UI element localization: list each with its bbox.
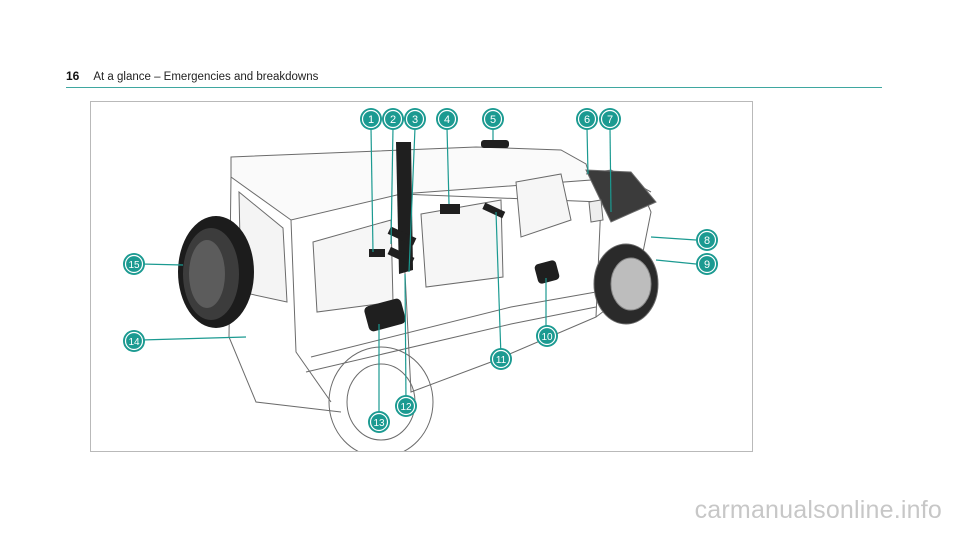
callout-15: 15	[123, 253, 145, 275]
callout-10-label: 10	[541, 332, 553, 343]
callout-7: 7	[599, 108, 621, 130]
seat-bracket	[369, 249, 385, 257]
callout-4-label: 4	[444, 114, 450, 126]
callout-7-label: 7	[607, 114, 613, 126]
callout-5: 5	[482, 108, 504, 130]
callout-15-label: 15	[128, 260, 140, 271]
callout-11-label: 11	[496, 355, 507, 366]
page-title: At a glance – Emergencies and breakdowns	[93, 71, 319, 83]
callout-8-label: 8	[704, 235, 710, 247]
callout-11: 11	[490, 348, 512, 370]
callout-1-label: 1	[368, 114, 374, 126]
rear-door-panel	[364, 298, 406, 332]
callout-13: 13	[368, 411, 390, 433]
callout-12: 12	[395, 395, 417, 417]
floor-item-b	[387, 246, 415, 266]
highlighted-components	[364, 140, 560, 332]
page-number: 16	[66, 69, 80, 83]
callout-5-label: 5	[490, 114, 496, 126]
callout-2: 2	[382, 108, 404, 130]
vehicle-illustration-frame: 1 2 3 4 5 6 7	[90, 101, 753, 452]
callout-12-label: 12	[400, 402, 412, 413]
callout-9: 9	[696, 253, 718, 275]
callout-leaders	[140, 127, 697, 420]
floor-item-a	[387, 226, 417, 246]
callout-4: 4	[436, 108, 458, 130]
front-door-panel	[534, 260, 560, 284]
callout-14: 14	[123, 330, 145, 352]
vehicle-illustration: 1 2 3 4 5 6 7	[123, 108, 718, 451]
callout-10: 10	[536, 325, 558, 347]
callout-6: 6	[576, 108, 598, 130]
page-header: 16 At a glance – Emergencies and breakdo…	[66, 68, 882, 88]
callout-13-label: 13	[373, 418, 385, 429]
callout-8: 8	[696, 229, 718, 251]
callout-badges: 1 2 3 4 5 6 7	[123, 108, 718, 433]
watermark: carmanualsonline.info	[694, 496, 942, 524]
vehicle-body	[228, 146, 659, 451]
console-item	[482, 202, 506, 219]
callout-2-label: 2	[390, 114, 396, 126]
callout-6-label: 6	[584, 114, 590, 126]
callout-3: 3	[404, 108, 426, 130]
spare-wheel	[178, 216, 254, 328]
callout-1: 1	[360, 108, 382, 130]
seat-item	[440, 204, 460, 214]
callout-14-label: 14	[128, 337, 140, 348]
callout-9-label: 9	[704, 259, 710, 271]
callout-3-label: 3	[412, 114, 418, 126]
roof-item	[481, 140, 509, 148]
